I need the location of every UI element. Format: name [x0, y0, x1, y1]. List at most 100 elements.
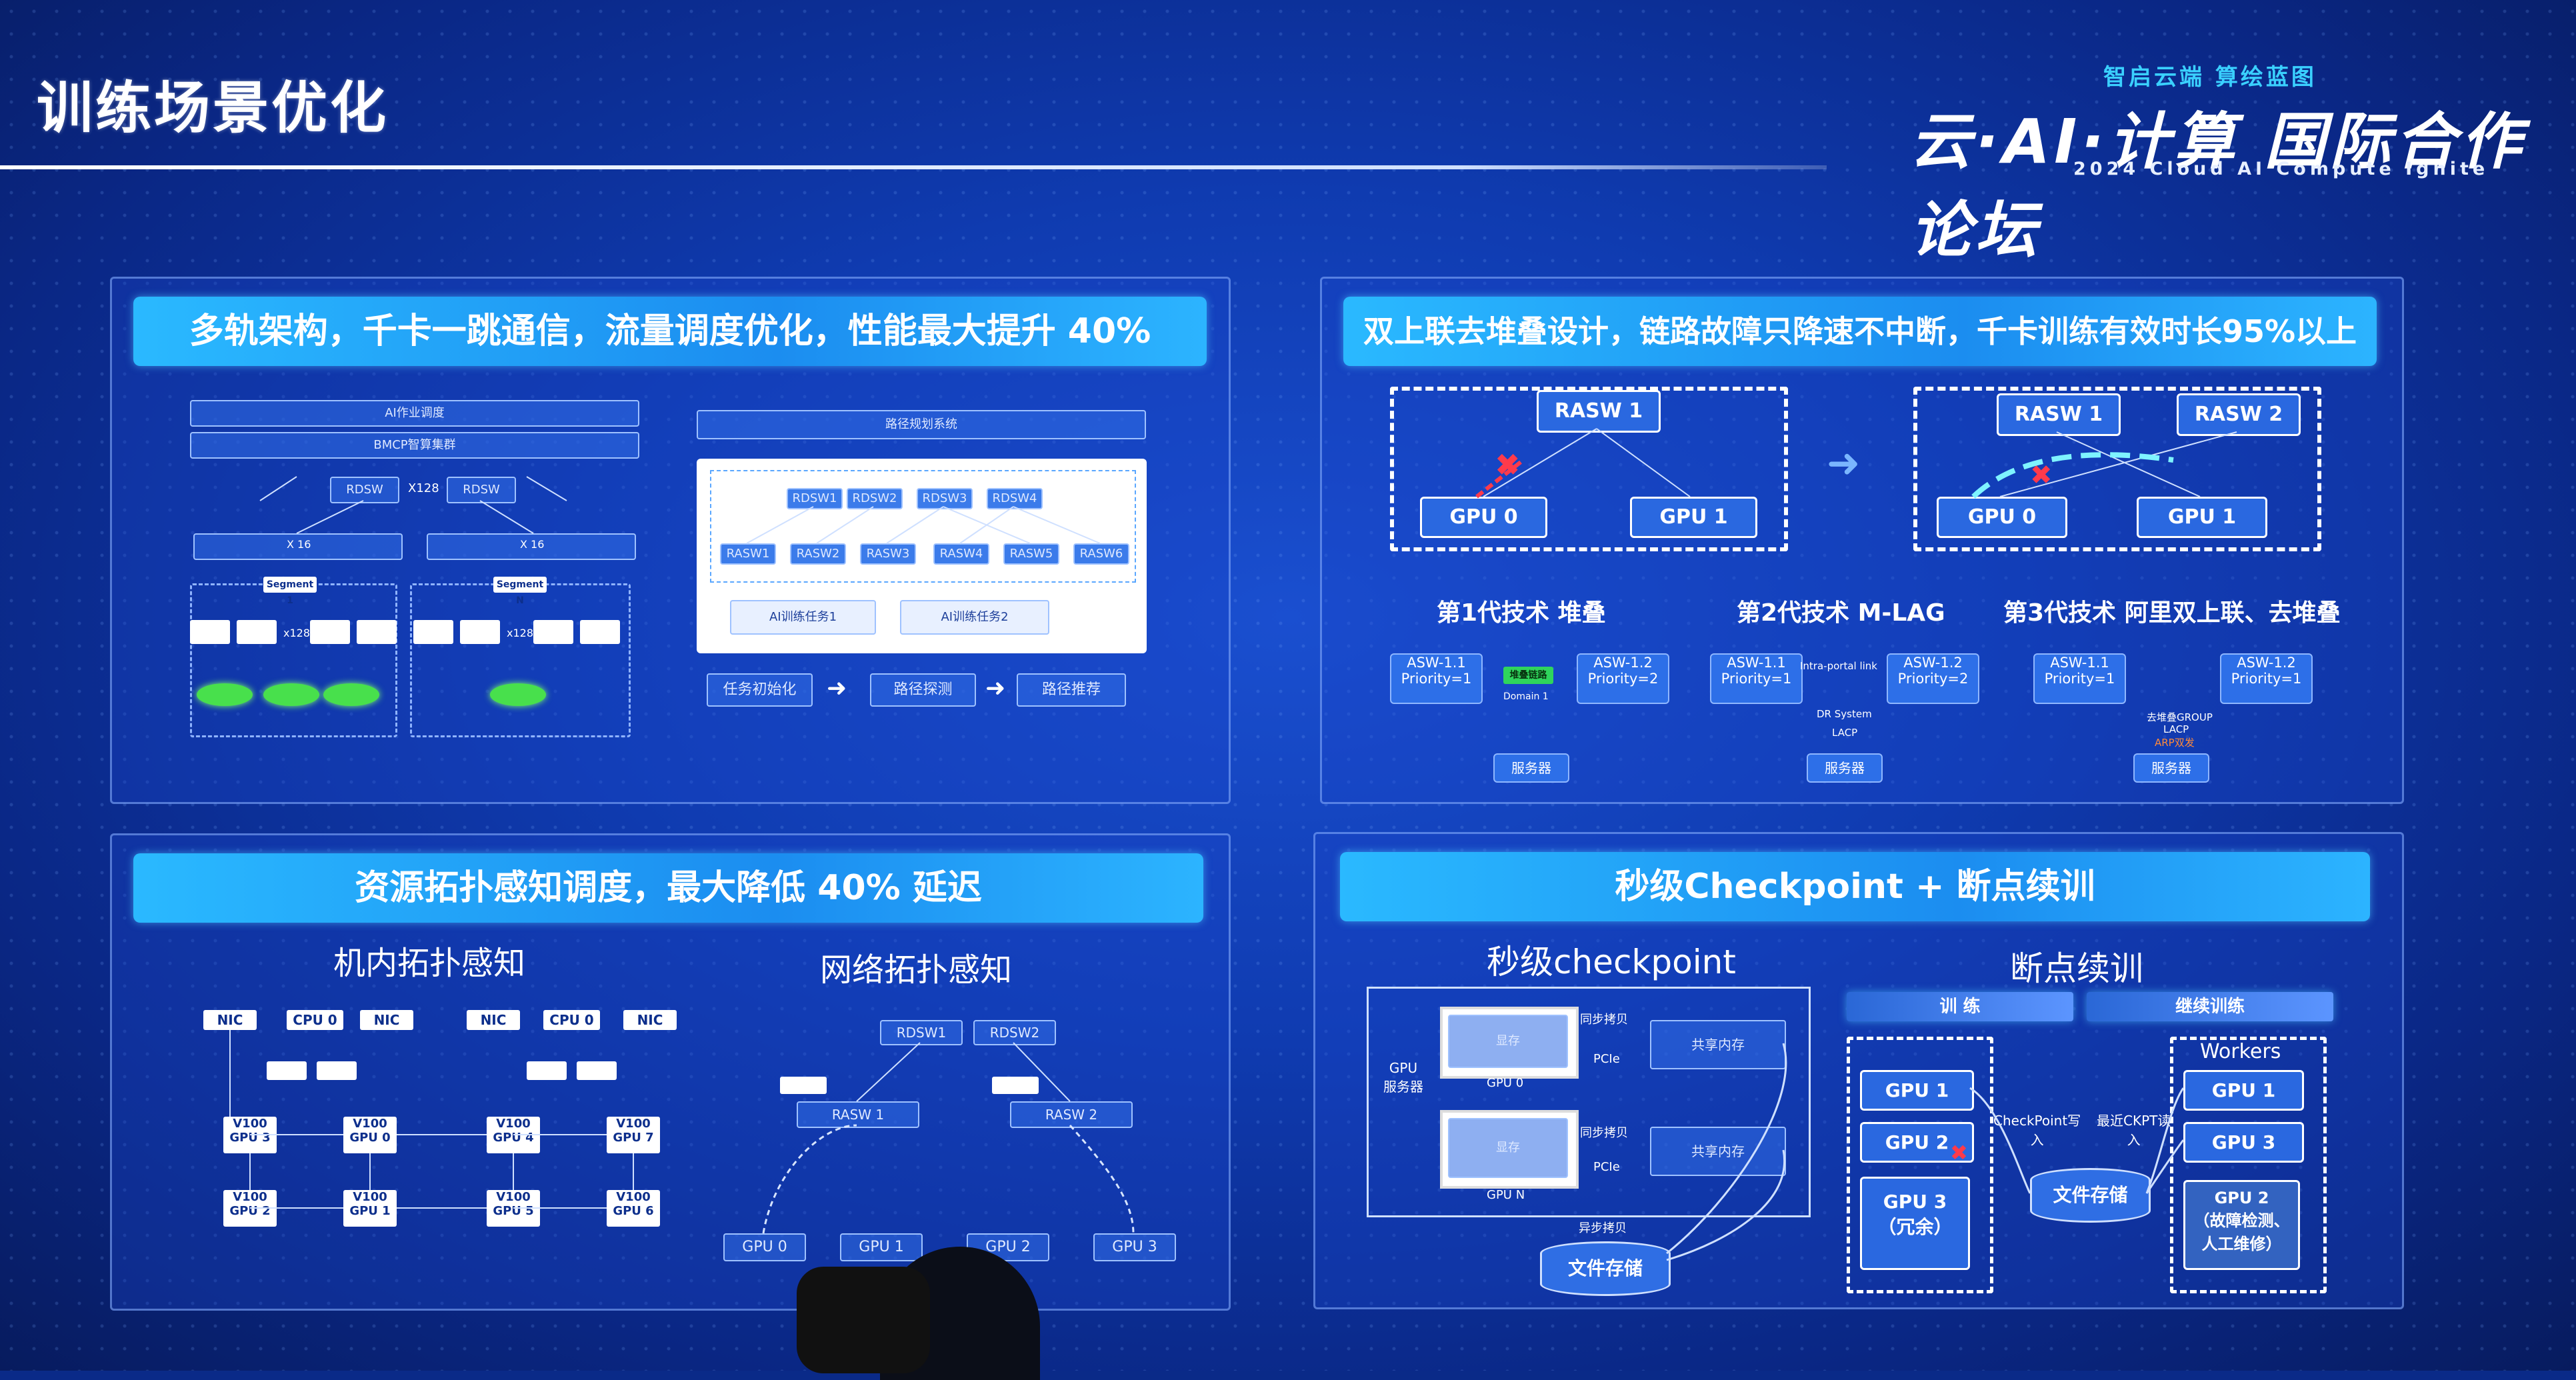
node-card — [357, 620, 397, 644]
segment-left-mult: X 16 — [287, 538, 311, 551]
segment-right-label: Segment N — [493, 577, 547, 606]
workers-label: Workers — [2200, 1040, 2281, 1063]
pcie-label: PCIe — [1593, 1160, 1620, 1174]
segment-left-bar — [193, 533, 403, 560]
topology-dual — [1913, 387, 2321, 551]
net-rasw-1: RASW 1 — [797, 1101, 919, 1128]
banner-multi-rail: 多轨架构，千卡一跳通信，流量调度优化，性能最大提升 40% — [133, 297, 1207, 366]
banner-dual-uplink: 双上联去堆叠设计，链路故障只降速不中断，千卡训练有效时长95%以上 — [1343, 297, 2377, 366]
gen3-arp: ARP双发 — [2155, 737, 2195, 749]
route-rdsw-1: RDSW1 — [787, 488, 843, 509]
fault-x-icon: ✖ — [1950, 1140, 1968, 1165]
segment-right-bar — [427, 533, 636, 560]
gen2-server: 服务器 — [1807, 753, 1883, 783]
v100-gpu-0: V100 GPU 0 — [343, 1117, 397, 1153]
node-card — [460, 620, 500, 644]
route-rasw-1: RASW1 — [720, 543, 776, 565]
step-probe: 路径探测 — [870, 673, 976, 707]
train-gpu1: GPU 1 — [1860, 1070, 1974, 1111]
ckpt-write-label: CheckPoint写 入 — [1993, 1113, 2081, 1148]
gen3-asw-a: ASW-1.1 Priority=1 — [2033, 653, 2126, 704]
gen2-lacp: LACP — [1832, 727, 1858, 739]
camera-icon — [797, 1267, 930, 1373]
gen3-title: 第3代技术 阿里双上联、去堆叠 — [2003, 599, 2341, 627]
v100-gpu-6: V100 GPU 6 — [607, 1190, 660, 1227]
node-card — [310, 620, 350, 644]
brand-name: 云·AI·计算 国际合作论坛 — [1910, 106, 2526, 266]
node-card — [580, 620, 620, 644]
cpu-box: CPU 0 — [543, 1010, 600, 1030]
v100-gpu-1: V100 GPU 1 — [343, 1190, 397, 1227]
gen1-asw-a: ASW-1.1 Priority=1 — [1390, 653, 1483, 704]
gen2-title: 第2代技术 M-LAG — [1737, 599, 1945, 627]
workers-group — [2170, 1037, 2327, 1293]
gpu-pill — [490, 683, 546, 706]
cluster-box: BMCP智算集群 — [190, 432, 639, 459]
gpu-0-box: GPU 0 — [1420, 497, 1547, 538]
step-init: 任务初始化 — [707, 673, 813, 707]
route-rasw-2: RASW2 — [790, 543, 846, 565]
route-rasw-4: RASW4 — [933, 543, 989, 565]
title-divider — [0, 165, 1827, 169]
route-system-box: 路径规划系统 — [697, 410, 1146, 439]
route-rdsw-2: RDSW2 — [847, 488, 903, 509]
node-mult: x128 — [507, 627, 534, 639]
route-rasw-3: RASW3 — [860, 543, 916, 565]
rdsw-right: RDSW — [447, 477, 516, 503]
gpu-1-box: GPU 1 — [1630, 497, 1757, 538]
switch-box — [577, 1061, 617, 1080]
step-recommend: 路径推荐 — [1017, 673, 1126, 707]
route-rasw-6: RASW6 — [1073, 543, 1129, 565]
pcie-label: PCIe — [1593, 1052, 1620, 1066]
net-switch — [992, 1077, 1039, 1094]
file-store-left: 文件存储 — [1540, 1241, 1671, 1296]
gpu-pill — [197, 683, 253, 706]
gen3-group: 去堆叠GROUP — [2147, 711, 2213, 723]
job-scheduler-box: AI作业调度 — [190, 400, 639, 427]
task-2: AI训练任务2 — [900, 600, 1049, 635]
gpu-server-label: GPU 服务器 — [1383, 1060, 1423, 1095]
node-card — [190, 620, 230, 644]
topology-stacked — [1390, 387, 1788, 551]
net-rdsw-1: RDSW1 — [880, 1020, 963, 1045]
route-rdsw-4: RDSW4 — [987, 488, 1043, 509]
node-card — [533, 620, 573, 644]
segment-left-label: Segment 1 — [263, 577, 317, 606]
net-gpu-0: GPU 0 — [723, 1233, 806, 1261]
nic-box: NIC — [623, 1010, 677, 1030]
file-store-right: 文件存储 — [2030, 1168, 2151, 1223]
slide-title: 训练场景优化 — [37, 75, 389, 141]
route-diagram-inner — [710, 470, 1136, 583]
gen2-asw-b: ASW-1.2 Priority=2 — [1887, 653, 1979, 704]
arrow-right-icon: ➜ — [1827, 440, 1861, 487]
nic-box: NIC — [203, 1010, 257, 1030]
rasw-1-box: RASW 1 — [1537, 390, 1661, 433]
continue-train-arrow: 继续训练 — [2087, 992, 2333, 1021]
banner-checkpoint: 秒级Checkpoint + 断点续训 — [1340, 852, 2370, 921]
gen1-domain: Domain 1 — [1503, 691, 1549, 702]
gpu-pill — [323, 683, 379, 706]
route-rdsw-3: RDSW3 — [917, 488, 973, 509]
workers-gpu2-fault: GPU 2 （故障检测、 人工维修） — [2183, 1180, 2300, 1270]
net-gpu-3: GPU 3 — [1093, 1233, 1176, 1261]
nic-box: NIC — [467, 1010, 520, 1030]
ckpt-read-label: 最近CKPT读 入 — [2097, 1113, 2171, 1148]
net-gpu-1: GPU 1 — [840, 1233, 923, 1261]
net-switch — [780, 1077, 827, 1094]
network-title: 网络拓扑感知 — [820, 951, 1013, 989]
arrow-right-icon: ➜ — [985, 675, 1006, 702]
gen1-title: 第1代技术 堆叠 — [1437, 599, 1606, 627]
sync-copy-label: 同步拷贝 — [1580, 1013, 1628, 1027]
resume-title: 断点续训 — [2010, 949, 2143, 988]
segment-right-mult: X 16 — [520, 538, 545, 551]
gpu-0-box-dual: GPU 0 — [1937, 497, 2067, 538]
route-rasw-5: RASW5 — [1003, 543, 1059, 565]
arrow-right-icon: ➜ — [827, 675, 847, 702]
v100-gpu-7: V100 GPU 7 — [607, 1117, 660, 1153]
gpu-pill — [263, 683, 319, 706]
workers-gpu3: GPU 3 — [2183, 1122, 2304, 1163]
gen1-asw-b: ASW-1.2 Priority=2 — [1577, 653, 1669, 704]
